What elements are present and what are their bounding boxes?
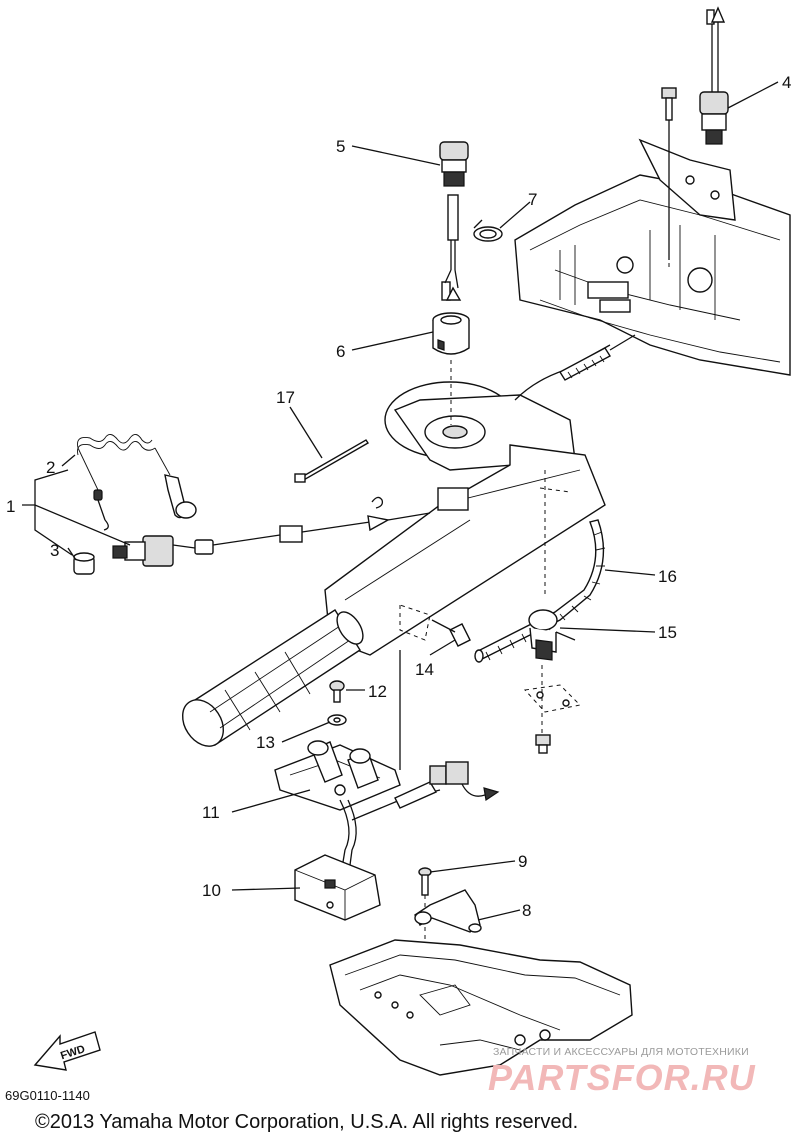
callout-14: 14	[415, 660, 434, 679]
part-2-lanyard	[77, 434, 197, 531]
callout-15: 15	[658, 623, 677, 642]
callout-10: 10	[202, 881, 221, 900]
callout-7: 7	[528, 190, 537, 209]
watermark-caption: ЗАПЧАСТИ И АКСЕССУАРЫ ДЛЯ МОТОТЕХНИКИ	[493, 1046, 749, 1058]
switch-mount-plate	[638, 138, 736, 221]
part-3-cap	[73, 552, 95, 575]
part-5-switch	[439, 141, 469, 301]
watermark-brand: PARTSFOR.RU	[488, 1057, 756, 1098]
throttle-cable	[514, 334, 636, 401]
callout-6: 6	[336, 342, 345, 361]
callout-2: 2	[46, 458, 55, 477]
callout-16: 16	[658, 567, 677, 586]
watermark: ЗАПЧАСТИ И АКСЕССУАРЫ ДЛЯ МОТОТЕХНИКИ PA…	[488, 1046, 756, 1098]
part-10-cdi-unit	[294, 854, 381, 921]
callout-13: 13	[256, 733, 275, 752]
part-12-screw	[329, 680, 345, 703]
steering-handle	[181, 381, 606, 747]
bottom-cowling-bracket	[514, 174, 791, 376]
callout-12: 12	[368, 682, 387, 701]
copyright-text: ©2013 Yamaha Motor Corporation, U.S.A. A…	[35, 1111, 578, 1133]
callouts: 1 2 3 4 5 6 7 8 9 10 11 12	[6, 73, 791, 921]
part-15-clamp	[528, 609, 576, 661]
fwd-arrow: FWD	[33, 1031, 101, 1071]
callout-5: 5	[336, 137, 345, 156]
part-4-switch	[699, 6, 729, 145]
part-6-grommet	[432, 312, 470, 355]
part-1-stop-switch	[112, 496, 431, 567]
callout-3: 3	[50, 541, 59, 560]
swivel-bracket	[329, 939, 633, 1076]
callout-17: 17	[276, 388, 295, 407]
diagram-code: 69G0110-1140	[5, 1088, 90, 1103]
callout-4: 4	[782, 73, 791, 92]
wiring-harness	[339, 761, 500, 881]
callout-1: 1	[6, 497, 15, 516]
callout-8: 8	[522, 901, 531, 920]
callout-9: 9	[518, 852, 527, 871]
part-17-cable-tie	[294, 439, 369, 483]
part-11-bracket	[274, 650, 401, 811]
throttle-grip	[181, 609, 364, 747]
part-7-clip	[473, 219, 503, 242]
part-13-washer	[327, 714, 347, 726]
part-8-bracket	[414, 889, 482, 933]
mount-plate-15	[523, 665, 582, 754]
callout-11: 11	[202, 803, 220, 822]
part-14-screw	[431, 619, 471, 647]
